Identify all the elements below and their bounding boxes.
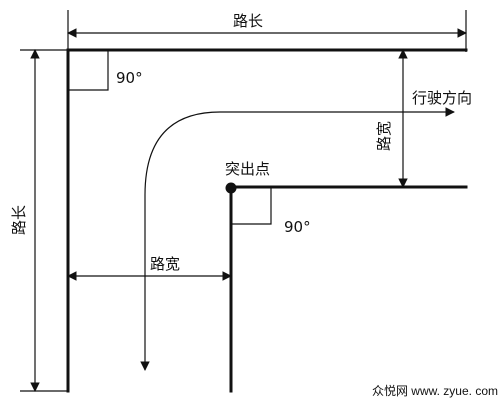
corner-point-marker [225,182,237,194]
top-road-length-label: 路长 [233,12,263,30]
right-road-width-label: 路宽 [375,121,393,151]
corner-point-label: 突出点 [225,160,270,178]
driving-path [140,107,455,371]
left-road-length-label: 路长 [10,205,28,235]
top-right-angle-marker [68,50,109,91]
watermark-text: 众悦网 www. zyue. com [372,384,498,398]
corner-right-angle-marker [231,187,272,225]
top-angle-label: 90° [116,69,143,87]
bottom-road-width-label: 路宽 [150,255,180,273]
driving-direction-label: 行驶方向 [412,89,472,107]
corner-angle-label: 90° [284,218,311,236]
